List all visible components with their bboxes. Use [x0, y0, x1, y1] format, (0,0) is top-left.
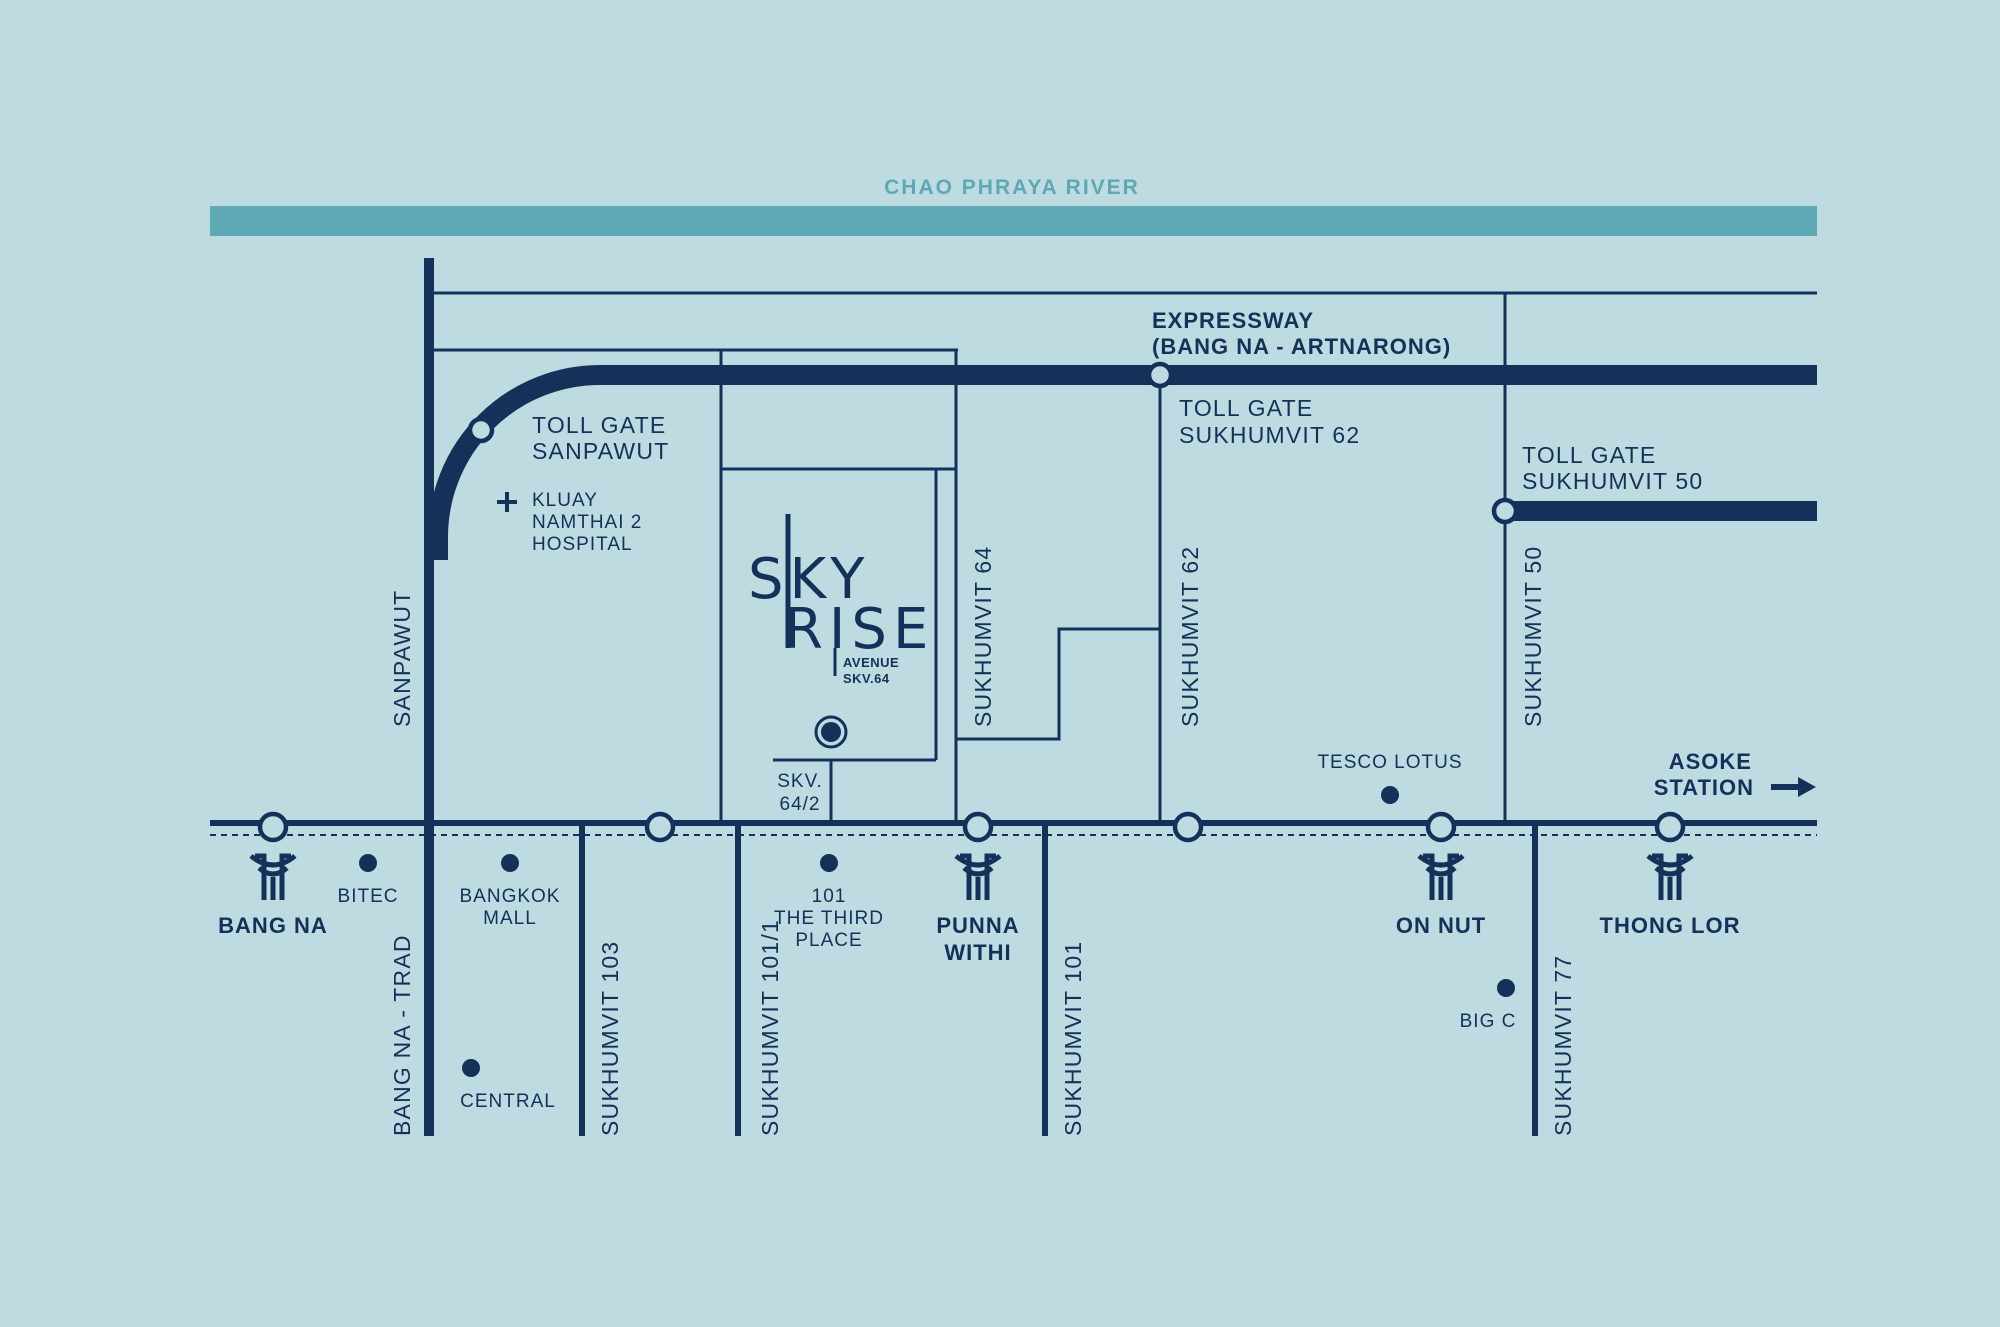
river-band — [210, 206, 1817, 236]
label-skv-64-2: SKV. — [777, 771, 823, 792]
station-marker-bang-na[interactable] — [257, 811, 289, 843]
asoke-label-1: ASOKE — [1669, 749, 1752, 774]
svg-text:AVENUE: AVENUE — [843, 655, 899, 670]
hospital-label-3: HOSPITAL — [532, 534, 633, 555]
expressway-label-2: (BANG NA - ARTNARONG) — [1152, 334, 1451, 359]
toll-gate-sanpawut-label-2: SANPAWUT — [532, 438, 669, 464]
project-location-marker-core — [821, 722, 841, 742]
station-label-bang-na: BANG NA — [218, 913, 328, 938]
hospital-cross-icon — [497, 492, 517, 512]
road-label-sukhumvit64: SUKHUMVIT 64 — [970, 546, 996, 727]
station-label-punna-withi-2: WITHI — [944, 940, 1011, 965]
label-skv-64-2-b: 64/2 — [780, 794, 821, 815]
toll-gate-sukhumvit50-label-2: SUKHUMVIT 50 — [1522, 468, 1703, 494]
place-label-bitec: BITEC — [338, 886, 399, 907]
place-dot-central[interactable] — [462, 1059, 480, 1077]
road-label-sukhumvit101: SUKHUMVIT 101 — [1060, 941, 1086, 1136]
place-dot-bitec[interactable] — [359, 854, 377, 872]
road-label-sukhumvit101-1: SUKHUMVIT 101/1 — [757, 919, 783, 1136]
toll-gate-sanpawut-marker[interactable] — [467, 416, 495, 444]
place-label-third-place-3: PLACE — [795, 930, 862, 951]
place-label-central: CENTRAL — [460, 1091, 556, 1112]
svg-text:SKY: SKY — [748, 547, 870, 612]
project-logo: SKY RISE AVENUE SKV.64 — [748, 514, 934, 686]
road-label-sanpawut: SANPAWUT — [389, 590, 415, 727]
hospital-label-1: KLUAY — [532, 490, 598, 511]
hospital-label-2: NAMTHAI 2 — [532, 512, 642, 533]
toll-gate-sukhumvit62-label-2: SUKHUMVIT 62 — [1179, 422, 1360, 448]
place-label-bangkok-mall-1: BANGKOK — [460, 886, 561, 907]
place-label-tesco: TESCO LOTUS — [1317, 752, 1462, 773]
place-label-big-c: BIG C — [1460, 1011, 1517, 1032]
bts-icon-bang-na — [249, 853, 297, 900]
station-label-on-nut: ON NUT — [1396, 913, 1486, 938]
svg-text:RISE: RISE — [784, 597, 934, 662]
station-marker-punna-withi[interactable] — [962, 811, 994, 843]
svg-text:SKV.64: SKV.64 — [843, 671, 890, 686]
place-label-bangkok-mall-2: MALL — [483, 908, 537, 929]
bts-icon-thong-lor — [1646, 853, 1694, 900]
road-label-sukhumvit50: SUKHUMVIT 50 — [1520, 546, 1546, 727]
toll-gate-sukhumvit50-marker[interactable] — [1491, 497, 1519, 525]
road-label-sukhumvit62: SUKHUMVIT 62 — [1177, 546, 1203, 727]
expressway-label-1: EXPRESSWAY — [1152, 308, 1314, 333]
place-dot-tesco[interactable] — [1381, 786, 1399, 804]
toll-gate-sukhumvit62-label-1: TOLL GATE — [1179, 395, 1313, 421]
bts-icon-punna-withi — [954, 853, 1002, 900]
place-dot-bangkok-mall[interactable] — [501, 854, 519, 872]
station-marker-on-nut[interactable] — [1425, 811, 1457, 843]
asoke-label-2: STATION — [1654, 775, 1754, 800]
toll-gate-sukhumvit62-marker[interactable] — [1146, 361, 1174, 389]
place-dot-third-place[interactable] — [820, 854, 838, 872]
road-label-sukhumvit103: SUKHUMVIT 103 — [597, 941, 623, 1136]
place-dot-big-c[interactable] — [1497, 979, 1515, 997]
road-label-sukhumvit77: SUKHUMVIT 77 — [1550, 955, 1576, 1136]
station-marker-thong-lor[interactable] — [1654, 811, 1686, 843]
river-label: CHAO PHRAYA RIVER — [884, 176, 1140, 199]
road-label-bangna-trad: BANG NA - TRAD — [389, 934, 415, 1136]
bts-icon-on-nut — [1417, 853, 1465, 900]
toll-gate-sanpawut-label-1: TOLL GATE — [532, 412, 666, 438]
station-marker-udom-suk[interactable] — [644, 811, 676, 843]
station-label-thong-lor: THONG LOR — [1600, 913, 1741, 938]
arrow-right-icon — [1771, 777, 1816, 797]
toll-gate-sukhumvit50-label-1: TOLL GATE — [1522, 442, 1656, 468]
station-marker-bang-chak[interactable] — [1172, 811, 1204, 843]
station-label-punna-withi-1: PUNNA — [936, 913, 1019, 938]
place-label-third-place-1: 101 — [812, 886, 847, 907]
place-label-third-place-2: THE THIRD — [774, 908, 884, 929]
